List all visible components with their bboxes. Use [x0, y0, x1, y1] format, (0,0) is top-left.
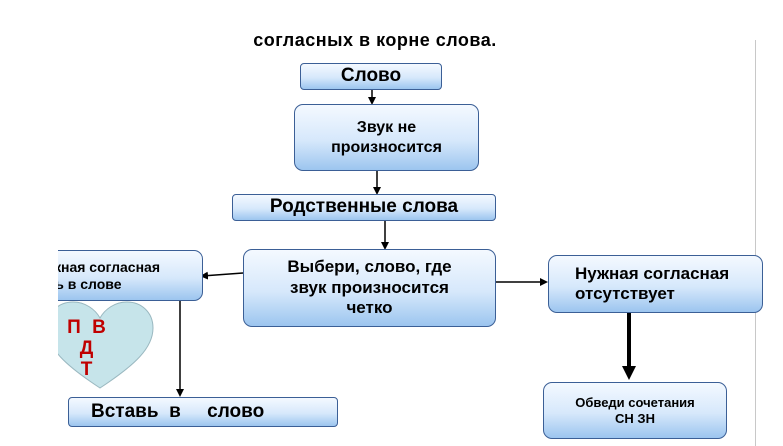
node-choose-word: Выбери, слово, где звук произносится чет…: [243, 249, 496, 327]
node-not-pronounced-label: Звук не произносится: [331, 119, 442, 156]
node-not-pronounced: Звук не произносится: [294, 104, 479, 171]
node-circle-combos: Обведи сочетания СН ЗН: [543, 382, 727, 439]
heart-letters: П В Д Т: [67, 317, 109, 380]
node-related-words: Родственные слова: [232, 194, 496, 221]
node-word: Слово: [300, 63, 442, 90]
left-crop-edge: [0, 0, 58, 446]
node-insert-word-label: Вставь в слово: [91, 400, 265, 422]
node-consonant-present: Нужная согласная есть в слове: [20, 250, 203, 301]
node-insert-word: Вставь в слово: [68, 397, 338, 427]
node-word-label: Слово: [340, 65, 402, 87]
node-consonant-absent-label: Нужная согласная отсутствует: [575, 263, 730, 303]
arrow-choose-to-present: [200, 271, 244, 280]
node-choose-word-label: Выбери, слово, где звук произносится чет…: [287, 257, 452, 318]
node-circle-combos-label: Обведи сочетания СН ЗН: [575, 394, 695, 426]
node-consonant-absent: Нужная согласная отсутствует: [548, 255, 763, 313]
right-divider-line: [755, 40, 756, 446]
page-title: согласных в корне слова.: [253, 30, 497, 50]
node-related-words-label: Родственные слова: [269, 196, 459, 218]
